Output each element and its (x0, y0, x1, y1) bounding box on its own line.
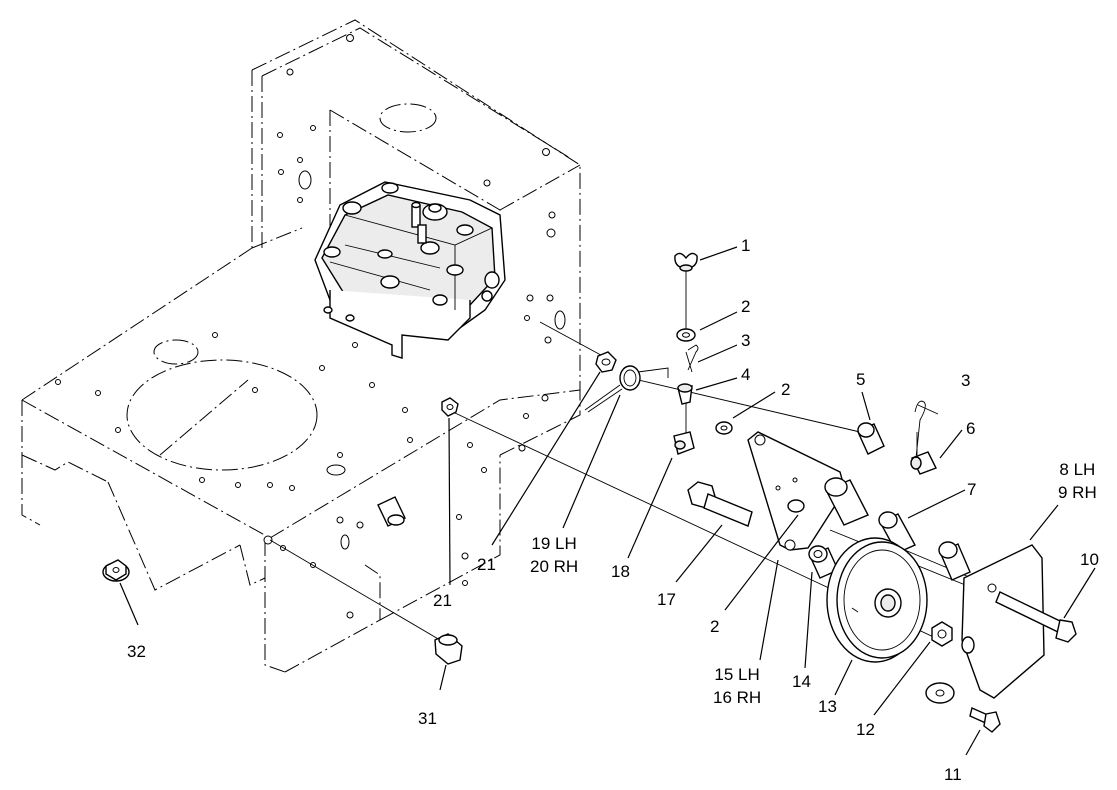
callout-4: 4 (741, 365, 751, 384)
callout-19-lh: 19 LH (531, 534, 577, 553)
part-21-nut-upper (595, 351, 617, 373)
callout-2-lower: 2 (710, 617, 720, 636)
callout-12: 12 (856, 720, 875, 739)
part-18-swivel (673, 431, 695, 455)
part-spacer-tube-far (938, 541, 971, 581)
callout-11: 11 (944, 765, 962, 784)
part-32-flange-nut (102, 559, 130, 582)
frame-spacer (377, 496, 406, 527)
frame-holes (55, 34, 566, 619)
part-2-washer-top (676, 328, 696, 342)
callout-21-right: 21 (477, 555, 496, 574)
transmission-assembly (314, 181, 506, 359)
part-10-bolt (995, 591, 1077, 643)
callout-15-lh: 15 LH (714, 665, 760, 684)
callout-2-middle: 2 (781, 380, 791, 399)
part-spacer-tube-center (824, 477, 869, 526)
frame-phantom-outline (21, 19, 581, 673)
part-13-pulley (826, 537, 928, 663)
callout-20-rh: 20 RH (530, 556, 579, 576)
callout-9-rh: 9 RH (1058, 482, 1097, 502)
part-12-nut (931, 621, 953, 647)
callout-16-rh: 16 RH (713, 687, 762, 707)
part-15-16-idler-arm (747, 431, 846, 551)
callout-21-left: 21 (433, 591, 452, 610)
part-3-hairpin-clip (685, 344, 699, 373)
callout-8-lh: 8 LH (1059, 460, 1096, 479)
callout-31: 31 (418, 709, 437, 728)
callout-14: 14 (792, 672, 811, 691)
callout-18: 18 (611, 562, 630, 581)
part-19-20-torsion-spring (584, 365, 669, 413)
part-8-9-bracket (961, 544, 1045, 699)
part-4-ferrule (677, 383, 693, 405)
callout-17: 17 (657, 590, 676, 609)
callout-7: 7 (967, 480, 977, 499)
callout-32: 32 (127, 642, 146, 661)
callout-19-20: 19 LH 20 RH (530, 533, 578, 579)
part-5-spacer (857, 422, 885, 455)
part-bracket-washer (925, 682, 955, 704)
callout-10: 10 (1080, 550, 1099, 569)
part-17-shoulder-bolt (687, 481, 753, 527)
callout-3-right: 3 (961, 371, 971, 390)
part-31-bolt (434, 633, 463, 665)
part-3-hairpin-clip-right (914, 400, 939, 459)
callout-2-upper: 2 (741, 297, 751, 316)
part-14-bushing (808, 545, 839, 579)
callout-leader-lines (119, 246, 1096, 756)
part-6-pin (910, 451, 937, 475)
callout-1: 1 (741, 236, 751, 255)
callout-5: 5 (856, 370, 866, 389)
callout-15-16: 15 LH 16 RH (713, 664, 761, 710)
callout-3-left: 3 (741, 331, 751, 350)
transmission-bolts (323, 182, 500, 322)
part-11-bolt (969, 707, 1001, 733)
part-1-wing-nut (674, 252, 698, 272)
callout-8-9: 8 LH 9 RH (1058, 459, 1097, 505)
part-21-nut-lower (441, 397, 459, 417)
callout-6: 6 (966, 419, 976, 438)
part-2-washer-mid (715, 421, 733, 435)
callout-13: 13 (818, 697, 837, 716)
